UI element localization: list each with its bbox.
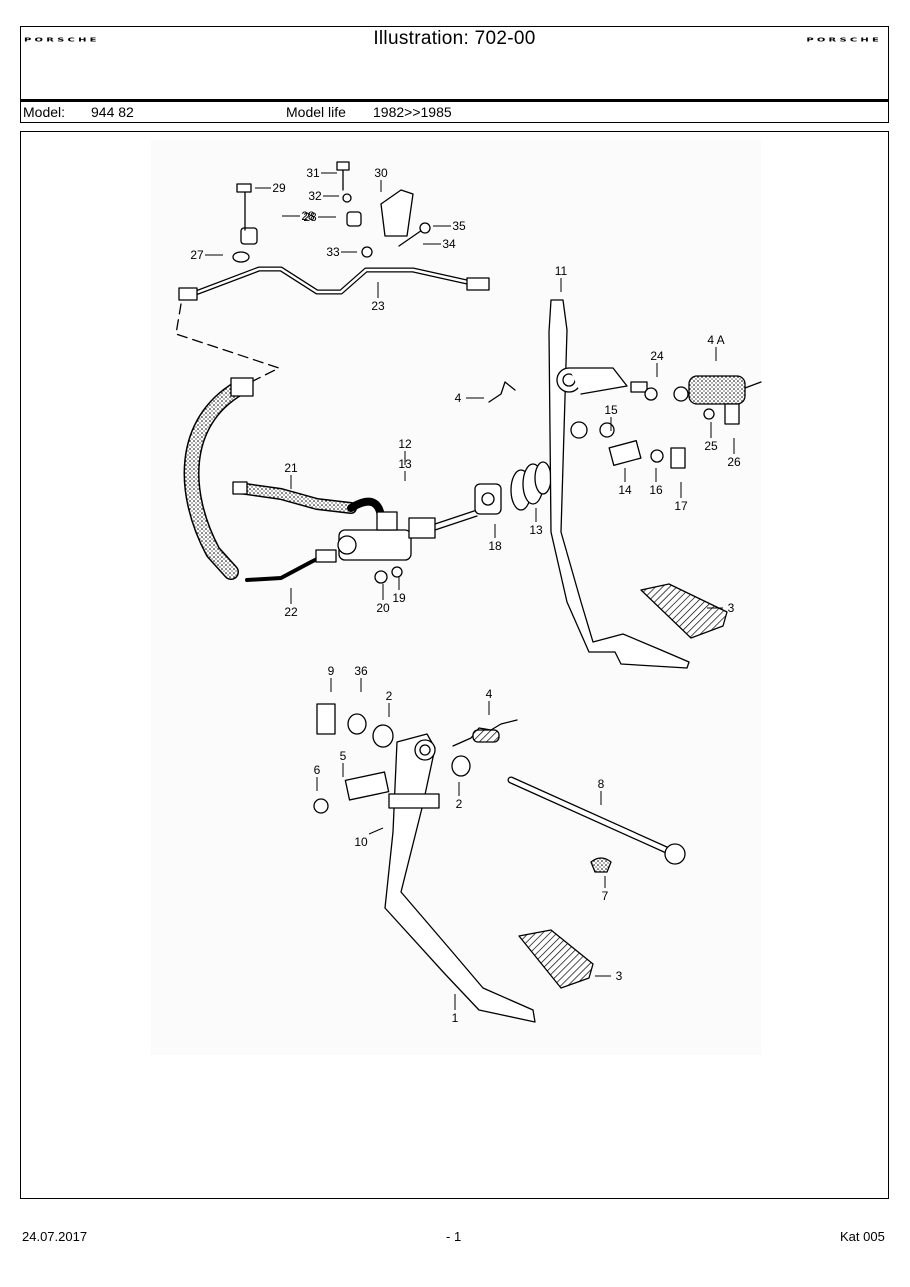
callout-25: 25 xyxy=(704,439,718,453)
callout-6: 6 xyxy=(314,763,321,777)
model-life-label: Model life xyxy=(286,104,346,120)
callout-7: 7 xyxy=(602,889,609,903)
callout-29: 29 xyxy=(272,181,286,195)
clutch-hose-22 xyxy=(183,377,337,582)
header-box: PORSCHE Illustration: 702-00 PORSCHE xyxy=(20,26,889,101)
callout-13: 13 xyxy=(398,457,412,471)
footer-catalog: Kat 005 xyxy=(840,1229,885,1244)
callout-21: 21 xyxy=(284,461,298,475)
callout-31: 31 xyxy=(306,166,320,180)
master-cylinder-12 xyxy=(337,509,478,584)
callout-34: 34 xyxy=(442,237,456,251)
callout-20: 20 xyxy=(376,601,390,615)
callout-18: 18 xyxy=(488,539,502,553)
pedal-shaft-8 xyxy=(507,776,686,865)
pedal-11 xyxy=(548,299,690,669)
callout-30: 30 xyxy=(374,166,388,180)
footer-date: 24.07.2017 xyxy=(22,1229,88,1244)
callout-4a: 4 A xyxy=(707,333,724,347)
callout-28: 28 xyxy=(303,210,317,224)
callout-32: 32 xyxy=(308,189,322,203)
callout-2: 2 xyxy=(456,797,463,811)
callout-3: 3 xyxy=(616,969,623,983)
illustration-title: Illustration: 702-00 xyxy=(373,28,536,49)
model-value: 944 82 xyxy=(91,104,134,120)
model-bar: Model: 944 82 Model life 1982>>1985 xyxy=(20,99,889,123)
callout-5: 5 xyxy=(340,749,347,763)
callout-4: 4 xyxy=(455,391,462,405)
callout-4: 4 xyxy=(486,687,493,701)
callout-17: 17 xyxy=(674,499,688,513)
gasket-18 xyxy=(474,483,502,515)
callout-26: 26 xyxy=(727,455,741,469)
callout-15: 15 xyxy=(604,403,618,417)
callout-10: 10 xyxy=(354,835,368,849)
callout-8: 8 xyxy=(598,777,605,791)
callout-3: 3 xyxy=(728,601,735,615)
spring-assembly-4a xyxy=(673,375,762,405)
porsche-logo-left: PORSCHE xyxy=(24,37,100,44)
callout-33: 33 xyxy=(326,245,340,259)
callout-19: 19 xyxy=(392,591,406,605)
model-life-value: 1982>>1985 xyxy=(373,104,452,120)
callout-1: 1 xyxy=(452,1011,459,1025)
callout-2: 2 xyxy=(386,689,393,703)
mounting-hardware-top xyxy=(232,161,431,263)
model-label: Model: xyxy=(23,104,66,120)
callout-28: 28 xyxy=(301,209,315,223)
callout-35: 35 xyxy=(452,219,466,233)
spring-4-lower xyxy=(472,729,500,743)
callout-22: 22 xyxy=(284,605,298,619)
footer-page-number: - 1 xyxy=(446,1229,462,1244)
boot-13 xyxy=(510,461,552,511)
callout-36: 36 xyxy=(354,664,368,678)
callout-23: 23 xyxy=(371,299,385,313)
callout-11: 11 xyxy=(555,264,568,278)
callout-16: 16 xyxy=(649,483,663,497)
callout-9: 9 xyxy=(328,664,335,678)
callout-12: 12 xyxy=(398,437,412,451)
small-parts-upper xyxy=(488,381,740,469)
callout-24: 24 xyxy=(650,349,664,363)
porsche-logo-right: PORSCHE xyxy=(806,37,882,44)
leader-line xyxy=(368,827,384,835)
cap-7 xyxy=(590,857,612,873)
pedal-pad-3-upper xyxy=(640,583,728,639)
brake-line-23 xyxy=(178,266,490,301)
pedal-pad-3-lower xyxy=(518,929,594,989)
pedal-1 xyxy=(384,733,536,1023)
callout-13: 13 xyxy=(529,523,543,537)
callout-14: 14 xyxy=(618,483,632,497)
hose-connector-dashed xyxy=(175,303,280,383)
small-parts-lower xyxy=(313,703,518,814)
callout-27: 27 xyxy=(190,248,204,262)
